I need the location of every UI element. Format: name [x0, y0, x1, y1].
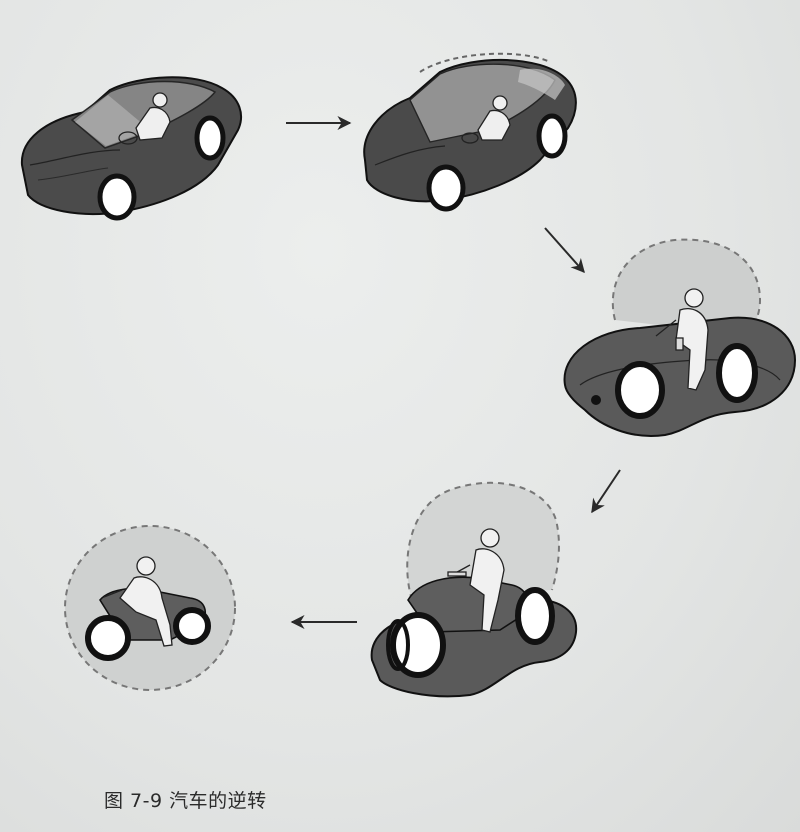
arrow-3: [591, 469, 621, 514]
stage-5-motorcycle: [64, 525, 236, 691]
rider-figure: [447, 528, 505, 633]
driver-figure: [118, 92, 171, 145]
arrow-2: [544, 227, 585, 274]
stage-3-open-pod: [563, 238, 797, 437]
driver-figure: [461, 95, 511, 144]
figure-caption: 图 7-9 汽车的逆转: [104, 790, 267, 812]
rider-figure: [103, 556, 173, 647]
stage-4-quad: [370, 481, 578, 698]
stage-1-car: [20, 76, 242, 221]
stage-2-pod-car: [363, 52, 577, 212]
rider-figure: [655, 288, 709, 391]
